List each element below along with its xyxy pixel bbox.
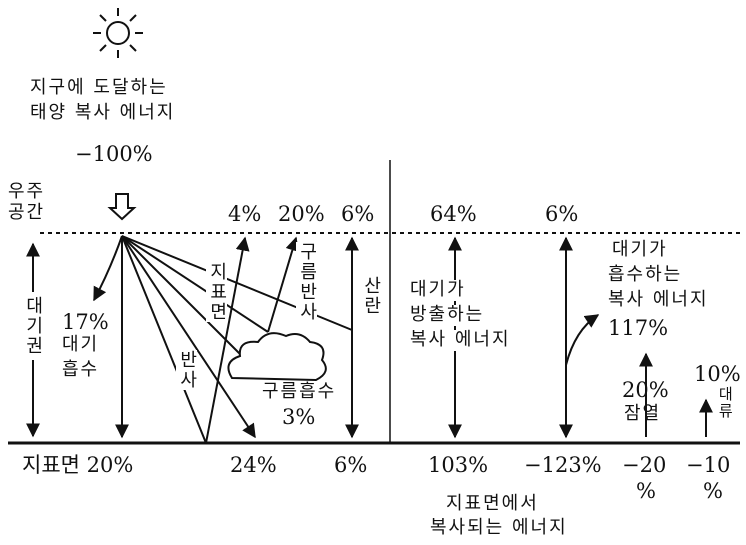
cloud-reflect-label: 구름반사 <box>296 242 317 322</box>
reflect-label: 반사 <box>176 350 197 390</box>
latent-label: 잠열 <box>624 404 661 425</box>
bottom-surface-20: 지표면 20% <box>22 453 133 477</box>
incoming-arrow-icon <box>110 194 134 219</box>
surface-emit-line-1: 지표면에서 <box>446 494 539 515</box>
atmos-absorb-rad-line-3: 복사 에너지 <box>608 290 709 311</box>
bottom-value-24: 24% <box>230 453 277 477</box>
atmos-absorb-radiation-arrow <box>566 315 598 365</box>
bottom-value-20: −20 <box>622 453 666 477</box>
surface-reflect-label: 지표면 <box>206 262 227 322</box>
atmos-absorb-rad-line-2: 흡수하는 <box>608 265 682 286</box>
atmos-emit-line-2: 방출하는 <box>410 305 484 326</box>
atmos-absorb-pct: 17% <box>62 310 109 334</box>
reflect-ray-down <box>122 236 206 443</box>
convection-pct: 10% <box>694 362 741 386</box>
top-value-64: 64% <box>430 202 477 226</box>
total-solar-value: −100% <box>75 142 153 166</box>
atmos-absorb-rad-line-1: 대기가 <box>612 240 668 261</box>
bottom-value-10: −10 <box>686 453 730 477</box>
atmosphere-label: 대기권 <box>22 292 43 360</box>
top-value-6: 6% <box>341 202 374 226</box>
top-value-20: 20% <box>278 202 325 226</box>
latent-pct: 20% <box>622 378 669 402</box>
atmos-absorb-arrow <box>94 236 122 300</box>
space-label-line-1: 우주 <box>8 182 45 203</box>
surface-emit-line-2: 복사되는 에너지 <box>430 518 568 539</box>
cloud-absorb-label: 구름흡수 <box>262 382 336 403</box>
cloud-absorb-pct: 3% <box>282 405 315 429</box>
bottom-value-103: 103% <box>428 453 488 477</box>
top-value-6-right: 6% <box>545 202 578 226</box>
cloud-icon <box>228 333 325 380</box>
bottom-value-20-unit: % <box>636 479 656 503</box>
top-value-4: 4% <box>228 202 261 226</box>
cloud-reflect-up <box>268 238 296 332</box>
bottom-value-123: −123% <box>524 453 602 477</box>
convection-label: 대류 <box>716 386 733 420</box>
diffuse-ray <box>122 236 255 437</box>
cloud-absorb-ray <box>122 236 248 362</box>
atmos-emit-line-3: 복사 에너지 <box>410 330 511 351</box>
scatter-label: 산란 <box>360 276 381 316</box>
atmos-absorb-line-2: 흡수 <box>62 360 99 381</box>
atmos-absorb-rad-pct: 117% <box>608 316 668 340</box>
cloud-ray <box>122 236 268 332</box>
sun-icon <box>93 8 143 58</box>
bottom-value-6: 6% <box>334 453 367 477</box>
bottom-value-10-unit: % <box>703 479 723 503</box>
space-label-line-2: 공간 <box>8 203 45 224</box>
title-line-1: 지구에 도달하는 <box>30 78 168 99</box>
title-line-2: 태양 복사 에너지 <box>30 103 175 124</box>
atmos-emit-line-1: 대기가 <box>410 280 466 301</box>
atmos-absorb-line-1: 대기 <box>62 335 99 356</box>
